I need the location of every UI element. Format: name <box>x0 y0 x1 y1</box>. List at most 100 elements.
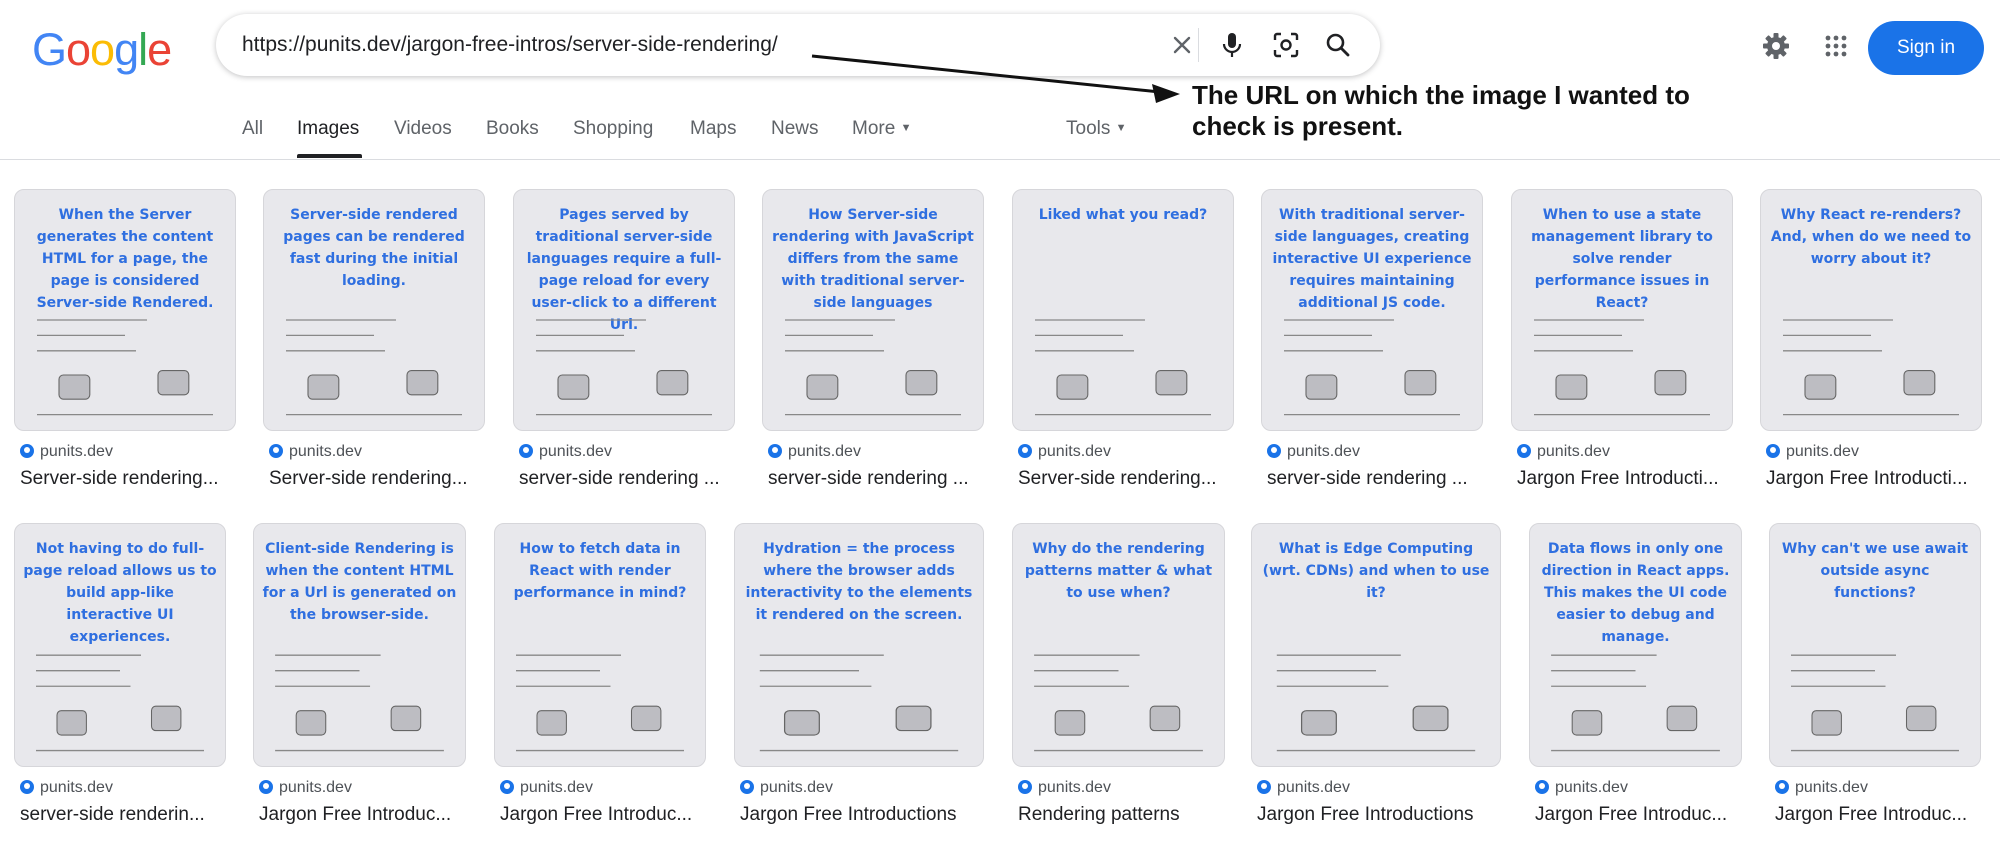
image-result-card[interactable]: Not having to do full-page reload allows… <box>14 523 226 842</box>
result-thumbnail[interactable]: Why do the rendering patterns matter & w… <box>1012 523 1225 767</box>
source-domain: punits.dev <box>1287 443 1360 460</box>
image-result-card[interactable]: Client-side Rendering is when the conten… <box>253 523 466 842</box>
result-source[interactable]: punits.dev <box>1257 779 1350 797</box>
site-favicon-icon <box>20 444 34 458</box>
thumbnail-sketch <box>1276 654 1476 752</box>
tab-news[interactable]: News <box>771 118 819 139</box>
result-source[interactable]: punits.dev <box>1517 443 1610 461</box>
result-source[interactable]: punits.dev <box>20 443 113 461</box>
thumbnail-sketch <box>1551 654 1720 752</box>
tab-videos[interactable]: Videos <box>394 118 452 139</box>
image-result-card[interactable]: Data flows in only one direction in Reac… <box>1529 523 1742 842</box>
image-result-card[interactable]: Why can't we use await outside async fun… <box>1769 523 1981 842</box>
result-source[interactable]: punits.dev <box>269 443 362 461</box>
thumbnail-sketch <box>1035 319 1211 416</box>
logo-letter: g <box>114 24 139 75</box>
result-caption[interactable]: server-side rendering ... <box>519 468 720 489</box>
thumbnail-sketch <box>536 319 712 416</box>
source-domain: punits.dev <box>1277 779 1350 796</box>
result-thumbnail[interactable]: Hydration = the process where the browse… <box>734 523 984 767</box>
result-source[interactable]: punits.dev <box>1775 779 1868 797</box>
result-source[interactable]: punits.dev <box>1018 443 1111 461</box>
tab-books[interactable]: Books <box>486 118 539 139</box>
result-thumbnail[interactable]: How to fetch data in React with render p… <box>494 523 706 767</box>
result-thumbnail[interactable]: Liked what you read? <box>1012 189 1234 431</box>
image-result-card[interactable]: Why do the rendering patterns matter & w… <box>1012 523 1225 842</box>
result-source[interactable]: punits.dev <box>768 443 861 461</box>
result-caption[interactable]: server-side renderin... <box>20 804 205 825</box>
result-caption[interactable]: Jargon Free Introducti... <box>1517 468 1719 489</box>
result-thumbnail[interactable]: Server-side rendered pages can be render… <box>263 189 485 431</box>
result-caption[interactable]: server-side rendering ... <box>1267 468 1468 489</box>
result-source[interactable]: punits.dev <box>1535 779 1628 797</box>
apps-grid-icon[interactable] <box>1816 26 1856 66</box>
tab-all[interactable]: All <box>242 118 264 139</box>
result-thumbnail[interactable]: When the Server generates the content HT… <box>14 189 236 431</box>
tab-shopping[interactable]: Shopping <box>573 118 654 139</box>
image-result-card[interactable]: Why React re-renders? And, when do we ne… <box>1760 189 1982 521</box>
site-favicon-icon <box>1018 444 1032 458</box>
image-result-card[interactable]: When to use a state management library t… <box>1511 189 1733 521</box>
result-caption[interactable]: Jargon Free Introductions <box>740 804 957 825</box>
result-caption[interactable]: Server-side rendering... <box>1018 468 1217 489</box>
result-thumbnail[interactable]: How Server-side rendering with JavaScrip… <box>762 189 984 431</box>
result-thumbnail[interactable]: Pages served by traditional server-side … <box>513 189 735 431</box>
result-caption[interactable]: Jargon Free Introduc... <box>1775 804 1968 825</box>
result-caption[interactable]: Jargon Free Introductions <box>1257 804 1474 825</box>
result-source[interactable]: punits.dev <box>519 443 612 461</box>
site-favicon-icon <box>740 780 754 794</box>
result-source[interactable]: punits.dev <box>20 779 113 797</box>
thumbnail-sketch <box>1534 319 1710 416</box>
thumbnail-heading: How to fetch data in React with render p… <box>513 541 687 601</box>
result-caption[interactable]: Server-side rendering... <box>269 468 468 489</box>
source-domain: punits.dev <box>760 779 833 796</box>
settings-gear-icon[interactable] <box>1756 26 1796 66</box>
image-result-card[interactable]: How to fetch data in React with render p… <box>494 523 706 842</box>
image-result-card[interactable]: Pages served by traditional server-side … <box>513 189 735 521</box>
google-logo[interactable]: Google <box>32 24 172 76</box>
result-caption[interactable]: Jargon Free Introduc... <box>259 804 452 825</box>
result-thumbnail[interactable]: Not having to do full-page reload allows… <box>14 523 226 767</box>
result-source[interactable]: punits.dev <box>740 779 833 797</box>
result-source[interactable]: punits.dev <box>500 779 593 797</box>
search-input[interactable] <box>242 28 1102 62</box>
result-caption[interactable]: Rendering patterns <box>1018 804 1180 825</box>
result-thumbnail[interactable]: With traditional server-side languages, … <box>1261 189 1483 431</box>
result-thumbnail[interactable]: Why can't we use await outside async fun… <box>1769 523 1981 767</box>
result-caption[interactable]: Jargon Free Introducti... <box>1766 468 1968 489</box>
clear-icon[interactable] <box>1166 29 1198 61</box>
result-source[interactable]: punits.dev <box>1267 443 1360 461</box>
result-source[interactable]: punits.dev <box>259 779 352 797</box>
result-caption[interactable]: Jargon Free Introduc... <box>500 804 693 825</box>
microphone-icon[interactable] <box>1216 29 1248 61</box>
logo-letter: o <box>90 24 115 75</box>
result-caption[interactable]: Jargon Free Introduc... <box>1535 804 1728 825</box>
tab-more[interactable]: More ▼ <box>852 118 911 140</box>
image-result-card[interactable]: How Server-side rendering with JavaScrip… <box>762 189 984 521</box>
sign-in-button[interactable]: Sign in <box>1868 21 1984 75</box>
image-result-card[interactable]: Hydration = the process where the browse… <box>734 523 984 842</box>
tab-maps[interactable]: Maps <box>690 118 737 139</box>
result-thumbnail[interactable]: When to use a state management library t… <box>1511 189 1733 431</box>
tools-button[interactable]: Tools ▼ <box>1066 118 1127 140</box>
result-thumbnail[interactable]: Data flows in only one direction in Reac… <box>1529 523 1742 767</box>
result-caption[interactable]: server-side rendering ... <box>768 468 969 489</box>
result-thumbnail[interactable]: Client-side Rendering is when the conten… <box>253 523 466 767</box>
image-result-card[interactable]: When the Server generates the content HT… <box>14 189 236 521</box>
tab-more-label: More <box>852 118 896 139</box>
camera-lens-icon[interactable] <box>1270 29 1302 61</box>
result-thumbnail[interactable]: Why React re-renders? And, when do we ne… <box>1760 189 1982 431</box>
result-source[interactable]: punits.dev <box>1018 779 1111 797</box>
search-icon[interactable] <box>1322 29 1354 61</box>
logo-letter: o <box>66 24 91 75</box>
result-thumbnail[interactable]: What is Edge Computing (wrt. CDNs) and w… <box>1251 523 1501 767</box>
result-source[interactable]: punits.dev <box>1766 443 1859 461</box>
image-result-card[interactable]: What is Edge Computing (wrt. CDNs) and w… <box>1251 523 1501 842</box>
image-result-card[interactable]: Server-side rendered pages can be render… <box>263 189 485 521</box>
tab-images[interactable]: Images <box>297 118 360 139</box>
thumbnail-heading: Why can't we use await outside async fun… <box>1781 541 1969 601</box>
thumbnail-heading: Why do the rendering patterns matter & w… <box>1024 541 1213 601</box>
result-caption[interactable]: Server-side rendering... <box>20 468 219 489</box>
image-result-card[interactable]: With traditional server-side languages, … <box>1261 189 1483 521</box>
